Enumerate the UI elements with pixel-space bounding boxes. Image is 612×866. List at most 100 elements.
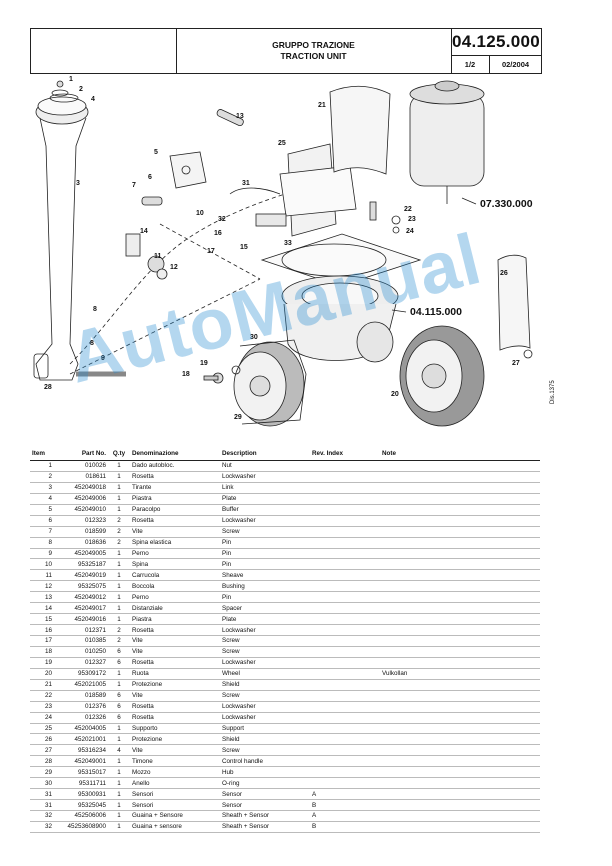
rev-index-cell	[310, 624, 380, 636]
part-number-cell: 018636	[54, 537, 108, 549]
description-cell: Pin	[220, 537, 310, 549]
description-cell: Sheath + Sensor	[220, 821, 310, 833]
part-number-cell: 010385	[54, 635, 108, 647]
denominazione-cell: Rosetta	[130, 515, 220, 527]
rev-index-cell	[310, 766, 380, 779]
description-cell: Sensor	[220, 788, 310, 801]
note-cell	[380, 537, 540, 549]
quantity-cell: 1	[108, 569, 130, 582]
part-number-cell: 018599	[54, 526, 108, 538]
note-cell	[380, 723, 540, 735]
header-code-cell: 04.125.000 1/2 02/2004	[451, 29, 541, 73]
part-number-cell: 452004005	[54, 723, 108, 735]
part-number-cell: 452049005	[54, 548, 108, 560]
label-20: 20	[391, 391, 399, 398]
description-cell: Nut	[220, 460, 310, 472]
quantity-cell: 1	[108, 766, 130, 779]
denominazione-cell: Anello	[130, 777, 220, 790]
note-cell	[380, 558, 540, 571]
quantity-cell: 1	[108, 613, 130, 626]
label-8b: 8	[90, 340, 94, 347]
quantity-cell: 2	[108, 624, 130, 636]
part-number-cell: 452049012	[54, 591, 108, 604]
rev-index-cell	[310, 613, 380, 626]
item-cell: 30	[30, 777, 54, 790]
label-1: 1	[69, 76, 73, 83]
description-cell: O-ring	[220, 777, 310, 790]
note-cell	[380, 712, 540, 724]
label-32: 32	[218, 216, 226, 223]
revision-date: 02/2004	[501, 60, 530, 69]
rear-shield-part	[497, 254, 531, 351]
quantity-cell: 2	[108, 526, 130, 538]
rev-index-cell	[310, 526, 380, 538]
column-header: Rev. Index	[310, 446, 380, 461]
note-cell	[380, 526, 540, 538]
label-18: 18	[182, 371, 190, 378]
item-cell: 29	[30, 766, 54, 779]
part-number-cell: 012326	[54, 712, 108, 724]
note-cell	[380, 602, 540, 615]
item-cell: 7	[30, 526, 54, 538]
wheel-part	[399, 325, 485, 427]
note-cell	[380, 504, 540, 516]
description-cell: Plate	[220, 613, 310, 626]
gearbox-part	[260, 233, 422, 363]
column-header: Description	[220, 446, 310, 461]
motor-ref: 07.330.000	[480, 198, 533, 210]
item-cell: 2	[30, 471, 54, 483]
description-cell: Pin	[220, 591, 310, 604]
quantity-cell: 1	[108, 723, 130, 735]
description-cell: Sensor	[220, 799, 310, 811]
denominazione-cell: Rosetta	[130, 624, 220, 636]
rev-index-cell	[310, 515, 380, 527]
part-number-cell: 012376	[54, 701, 108, 713]
part-number-cell: 452049019	[54, 569, 108, 582]
description-cell: Lockwasher	[220, 624, 310, 636]
description-cell: Shield	[220, 679, 310, 691]
document-code: 04.125.000	[451, 29, 541, 56]
quantity-cell: 1	[108, 591, 130, 604]
quantity-cell: 1	[108, 821, 130, 833]
rev-index-cell	[310, 471, 380, 483]
rev-index-cell	[310, 744, 380, 757]
note-cell	[380, 821, 540, 833]
label-31: 31	[242, 180, 250, 187]
note-cell: Vulkollan	[380, 668, 540, 680]
note-cell	[380, 493, 540, 505]
item-cell: 9	[30, 548, 54, 560]
quantity-cell: 1	[108, 668, 130, 680]
quantity-cell: 1	[108, 580, 130, 593]
part-number-cell: 95300931	[54, 788, 108, 801]
diagram-drawing	[33, 80, 533, 427]
description-cell: Lockwasher	[220, 701, 310, 713]
label-22: 22	[404, 206, 412, 213]
quantity-cell: 4	[108, 744, 130, 757]
label-29: 29	[234, 414, 242, 421]
label-14: 14	[140, 228, 148, 235]
note-cell	[380, 810, 540, 822]
parts-table: Item Part No. Q.ty Denominazione Descrip…	[30, 446, 540, 833]
label-7: 7	[132, 182, 136, 189]
item-cell: 28	[30, 755, 54, 768]
part-number-cell: 018589	[54, 690, 108, 702]
item-cell: 14	[30, 602, 54, 615]
denominazione-cell: Guaina + Sensore	[130, 810, 220, 822]
item-cell: 25	[30, 723, 54, 735]
note-cell	[380, 799, 540, 811]
label-17: 17	[207, 248, 215, 255]
quantity-cell: 1	[108, 493, 130, 505]
denominazione-cell: Spina	[130, 558, 220, 571]
item-cell: 32	[30, 821, 54, 833]
rev-index-cell	[310, 657, 380, 669]
quantity-cell: 1	[108, 602, 130, 615]
